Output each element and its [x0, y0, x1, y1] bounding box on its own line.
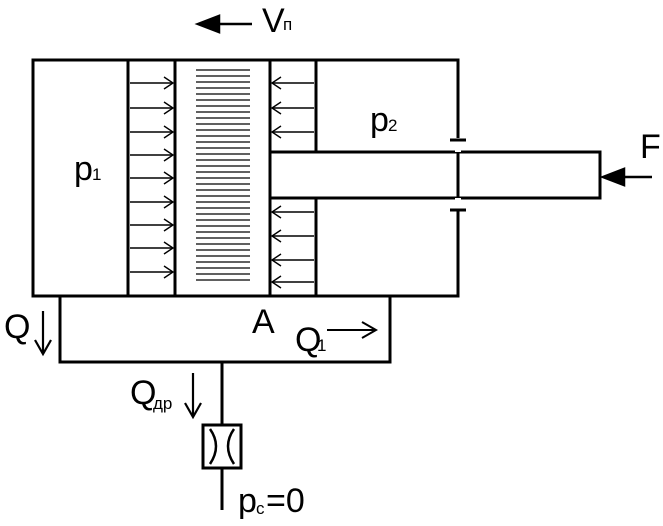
pressure-arrow-left [130, 171, 175, 185]
throttle-left-arc [208, 428, 218, 465]
pressure-arrow-right [270, 229, 314, 243]
flow-q1-arrow [327, 321, 379, 339]
throttle-right-arc [226, 428, 236, 465]
piston-rod [268, 150, 602, 200]
pressure-arrow-left [130, 195, 175, 209]
pressure-arrow-right [270, 76, 314, 90]
flow-q1-label: Q [295, 321, 321, 359]
p1-label: p [74, 150, 93, 188]
pressure-arrow-left [130, 101, 175, 115]
velocity-arrow [194, 14, 252, 34]
pressure-arrow-right [270, 125, 314, 139]
pressure-arrow-left [130, 76, 175, 90]
pressure-arrow-left [130, 241, 175, 255]
wall-gap-bottom [455, 198, 461, 211]
pressure-arrow-left [130, 265, 175, 279]
pressure-arrow-left [130, 218, 175, 232]
pressure-arrow-right [270, 205, 314, 219]
pressure-arrow-right [270, 275, 314, 289]
drain-pressure-subscript: с [256, 499, 265, 518]
flow-q-arrow [34, 311, 52, 357]
drain-pressure-label: p [238, 482, 257, 520]
force-label: F [640, 128, 661, 166]
velocity-subscript: п [283, 15, 292, 34]
flow-qdr-subscript: др [153, 394, 172, 413]
flow-channel [58, 294, 392, 364]
p1-subscript: 1 [92, 165, 101, 184]
throttle-box [201, 423, 243, 470]
force-arrow [599, 167, 652, 187]
flow-q1-subscript: 1 [317, 336, 326, 355]
flow-q-label: Q [4, 308, 30, 346]
velocity-label: V [262, 2, 285, 40]
pressure-arrow-left [130, 125, 175, 139]
wall-gap-top [455, 138, 461, 152]
p2-label: p [370, 101, 389, 139]
area-label: A [252, 303, 275, 341]
p2-subscript: 2 [388, 116, 397, 135]
pressure-arrow-right [270, 101, 314, 115]
pressure-arrow-right [270, 253, 314, 267]
drain-pressure-value: =0 [266, 482, 305, 520]
flow-qdr-arrow [184, 373, 202, 420]
pressure-arrow-left [130, 148, 175, 162]
flow-qdr-label: Q [130, 374, 156, 412]
